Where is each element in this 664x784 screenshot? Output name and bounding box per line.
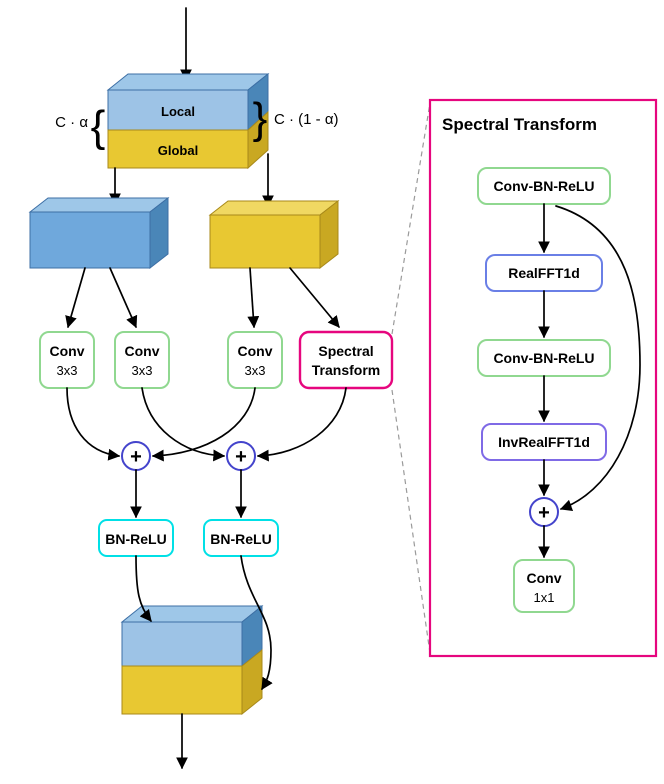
conv3x3-node-3: Conv 3x3: [227, 331, 283, 389]
brace-right-glyph: }: [253, 94, 268, 143]
local-box-top-face: [28, 197, 170, 213]
local-box-side-face: [149, 196, 169, 270]
spectral-node-line1: Spectral: [318, 343, 373, 359]
global-label: Global: [158, 143, 198, 158]
global-box-side-face: [319, 199, 339, 270]
split-box-top-face: [106, 73, 270, 91]
panel-conv1x1-size: 1x1: [534, 590, 555, 605]
bn-relu-node-right: BN-ReLU: [203, 519, 279, 557]
conv3-size: 3x3: [245, 363, 266, 378]
callout-dashed-line-bottom: [391, 389, 431, 654]
panel-skip-connection-arrow: [555, 205, 641, 511]
plus-icon: +: [235, 446, 247, 468]
bnrelu-right-label: BN-ReLU: [210, 531, 271, 547]
panel-box-1-label: Conv-BN-ReLU: [493, 178, 594, 194]
panel-box-5: [513, 559, 575, 613]
local-feature-box: [28, 196, 170, 270]
panel-box-3-label: Conv-BN-ReLU: [493, 350, 594, 366]
conv2-to-sum-right-arrow: [141, 387, 226, 462]
panel-realfft1d-node: RealFFT1d: [485, 254, 603, 292]
bnrelu-right-to-output-arrow: [240, 555, 273, 691]
bnrelu-left-to-output-arrow: [135, 555, 152, 622]
panel-conv1x1-title: Conv: [527, 570, 562, 586]
conv2-box: [114, 331, 170, 389]
conv1-title: Conv: [50, 343, 85, 359]
conv2-title: Conv: [125, 343, 160, 359]
brace-left-glyph: {: [91, 102, 106, 151]
global-box-front-face: [209, 214, 321, 269]
plus-icon: +: [130, 446, 142, 468]
sum-node-right: +: [226, 441, 256, 471]
conv3-box: [227, 331, 283, 389]
split-feature-box: Local Global: [106, 72, 270, 170]
panel-conv-bn-relu-node-1: Conv-BN-ReLU: [477, 167, 611, 205]
local-box-front-face: [29, 211, 151, 269]
spectral-node-box: [298, 330, 394, 390]
panel-sum-node: +: [529, 497, 559, 527]
output-feature-box: [120, 604, 264, 716]
spectral-transform-node: Spectral Transform: [298, 330, 394, 390]
conv3-to-sum-left-arrow: [151, 387, 256, 462]
panel-box-2-label: RealFFT1d: [508, 265, 580, 281]
local-to-conv2-arrow: [109, 267, 138, 329]
global-box-top-face: [208, 200, 340, 216]
conv3x3-node-2: Conv 3x3: [114, 331, 170, 389]
bn-relu-node-left: BN-ReLU: [98, 519, 174, 557]
panel-conv-bn-relu-node-2: Conv-BN-ReLU: [477, 339, 611, 377]
split-box-global-band: [107, 129, 249, 169]
conv3x3-node-1: Conv 3x3: [39, 331, 95, 389]
global-to-spectral-arrow: [289, 267, 340, 328]
conv3-title: Conv: [238, 343, 273, 359]
channel-count-right-label: C · (1 - α): [274, 111, 339, 128]
panel-title: Spectral Transform: [442, 115, 597, 134]
global-feature-box: [208, 199, 340, 270]
panel-invrealfft1d-node: InvRealFFT1d: [481, 423, 607, 461]
local-to-conv1-arrow: [65, 267, 86, 329]
callout-dashed-line-top: [391, 102, 431, 335]
output-box-global-side: [241, 648, 263, 716]
local-label: Local: [161, 104, 195, 119]
spectral-transform-panel: Spectral Transform Conv-BN-ReLU RealFFT1…: [428, 98, 658, 658]
bnrelu-left-label: BN-ReLU: [105, 531, 166, 547]
conv1-to-sum-left-arrow: [66, 387, 121, 461]
split-box-global-side: [247, 110, 269, 170]
spectral-to-sum-right-arrow: [256, 387, 347, 462]
spectral-node-line2: Transform: [312, 362, 380, 378]
conv1-size: 3x3: [57, 363, 78, 378]
panel-conv1x1-node: Conv 1x1: [513, 559, 575, 613]
plus-icon: +: [538, 502, 550, 524]
global-to-conv3-arrow: [247, 267, 260, 329]
output-box-global-band: [121, 665, 243, 715]
conv2-size: 3x3: [132, 363, 153, 378]
output-box-local-band: [121, 621, 243, 667]
conv1-box: [39, 331, 95, 389]
channel-count-left-label: C · α: [55, 114, 88, 131]
panel-box-4-label: InvRealFFT1d: [498, 434, 590, 450]
sum-node-left: +: [121, 441, 151, 471]
